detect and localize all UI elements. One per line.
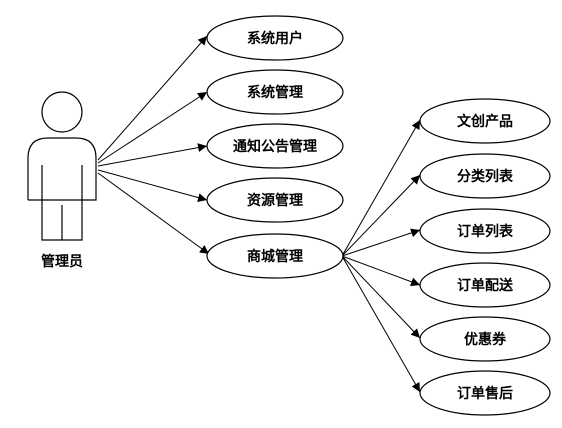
connector-sub5: [341, 255, 421, 339]
mall-connectors: [341, 119, 421, 393]
actor-figure-icon: [27, 91, 97, 241]
use-case-label: 资源管理: [247, 192, 303, 209]
connector-uc5: [97, 172, 210, 255]
use-case-mall-management[interactable]: 商城管理: [206, 233, 344, 279]
use-case-label: 商城管理: [247, 248, 303, 265]
connector-sub3: [341, 228, 421, 257]
use-case-label: 通知公告管理: [233, 138, 317, 155]
sub-use-case-label: 文创产品: [457, 113, 513, 130]
use-case-system-management[interactable]: 系统管理: [206, 69, 344, 115]
connector-sub6: [341, 255, 421, 393]
use-case-label: 系统用户: [247, 30, 303, 47]
sub-use-case-label: 订单售后: [457, 385, 513, 402]
use-case-label: 系统管理: [247, 84, 303, 101]
connector-uc2: [97, 91, 208, 164]
use-case-system-users[interactable]: 系统用户: [206, 15, 344, 61]
sub-use-case-label: 分类列表: [457, 168, 514, 185]
use-case-notice-management[interactable]: 通知公告管理: [206, 123, 344, 169]
actor-admin[interactable]: 管理员: [27, 91, 97, 270]
sub-use-case-label: 订单列表: [457, 223, 514, 240]
sub-use-case-category-list[interactable]: 分类列表: [419, 153, 551, 199]
sub-use-case-order-list[interactable]: 订单列表: [419, 208, 551, 254]
connector-uc4: [97, 169, 208, 202]
actor-connectors: [97, 35, 210, 255]
sub-use-case-order-delivery[interactable]: 订单配送: [419, 262, 551, 308]
sub-use-case-coupon[interactable]: 优惠券: [419, 316, 551, 362]
connector-sub2: [341, 174, 421, 257]
connector-sub1: [341, 119, 421, 257]
actor-label: 管理员: [41, 253, 83, 270]
sub-use-case-label: 优惠券: [464, 331, 507, 348]
connector-uc3: [97, 143, 208, 167]
sub-use-case-label: 订单配送: [457, 277, 514, 294]
connector-uc1: [97, 35, 208, 161]
use-case-resource-management[interactable]: 资源管理: [206, 177, 344, 223]
connector-sub4: [341, 255, 421, 287]
sub-use-case-after-sales[interactable]: 订单售后: [419, 370, 551, 416]
sub-use-case-cultural-products[interactable]: 文创产品: [419, 98, 551, 144]
